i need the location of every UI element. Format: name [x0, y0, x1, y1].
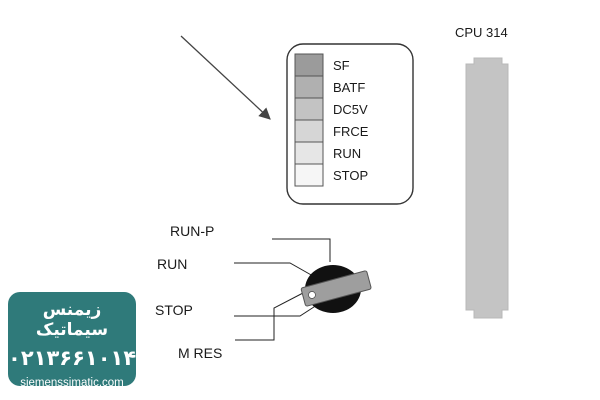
led-indicator-sf: [294, 53, 324, 77]
watermark-website: siemenssimatic.com: [20, 377, 124, 389]
led-label-batf: BATF: [333, 80, 365, 95]
led-indicator-batf: [294, 75, 324, 99]
led-label-sf: SF: [333, 58, 350, 73]
position-label-run-p: RUN-P: [170, 223, 214, 239]
led-indicator-frce: [294, 119, 324, 143]
led-label-stop: STOP: [333, 168, 368, 183]
led-label-frce: FRCE: [333, 124, 369, 139]
switch-handle[interactable]: [300, 270, 372, 307]
watermark-phone: ۰۲۱۳۶۶۱۰۱۴۳: [8, 346, 149, 370]
status-led-panel: SF BATF DC5V FRCE RUN STOP: [286, 43, 414, 205]
pointer-arrow: [180, 35, 271, 120]
led-label-run: RUN: [333, 146, 361, 161]
switch-handle-pin: [308, 291, 316, 299]
stop-lead-line: [234, 304, 318, 317]
run-p-lead-line: [272, 238, 331, 262]
led-indicator-stop: [294, 163, 324, 187]
led-indicator-dc5v: [294, 97, 324, 121]
mres-lead-line: [235, 292, 304, 341]
position-label-run: RUN: [157, 256, 187, 272]
mode-selector-switch[interactable]: RUN-P RUN STOP M RES: [155, 223, 372, 361]
led-indicator-run: [294, 141, 324, 165]
watermark-badge: زیمنس سیماتیک ۰۲۱۳۶۶۱۰۱۴۳ siemenssimatic…: [8, 292, 149, 389]
cpu-module-body: [465, 57, 509, 319]
run-lead-line: [234, 262, 314, 277]
led-label-dc5v: DC5V: [333, 102, 368, 117]
position-label-stop: STOP: [155, 302, 193, 318]
watermark-brand-name: زیمنس سیماتیک: [35, 300, 109, 340]
cpu-title: CPU 314: [455, 25, 508, 40]
position-label-mres: M RES: [178, 345, 222, 361]
